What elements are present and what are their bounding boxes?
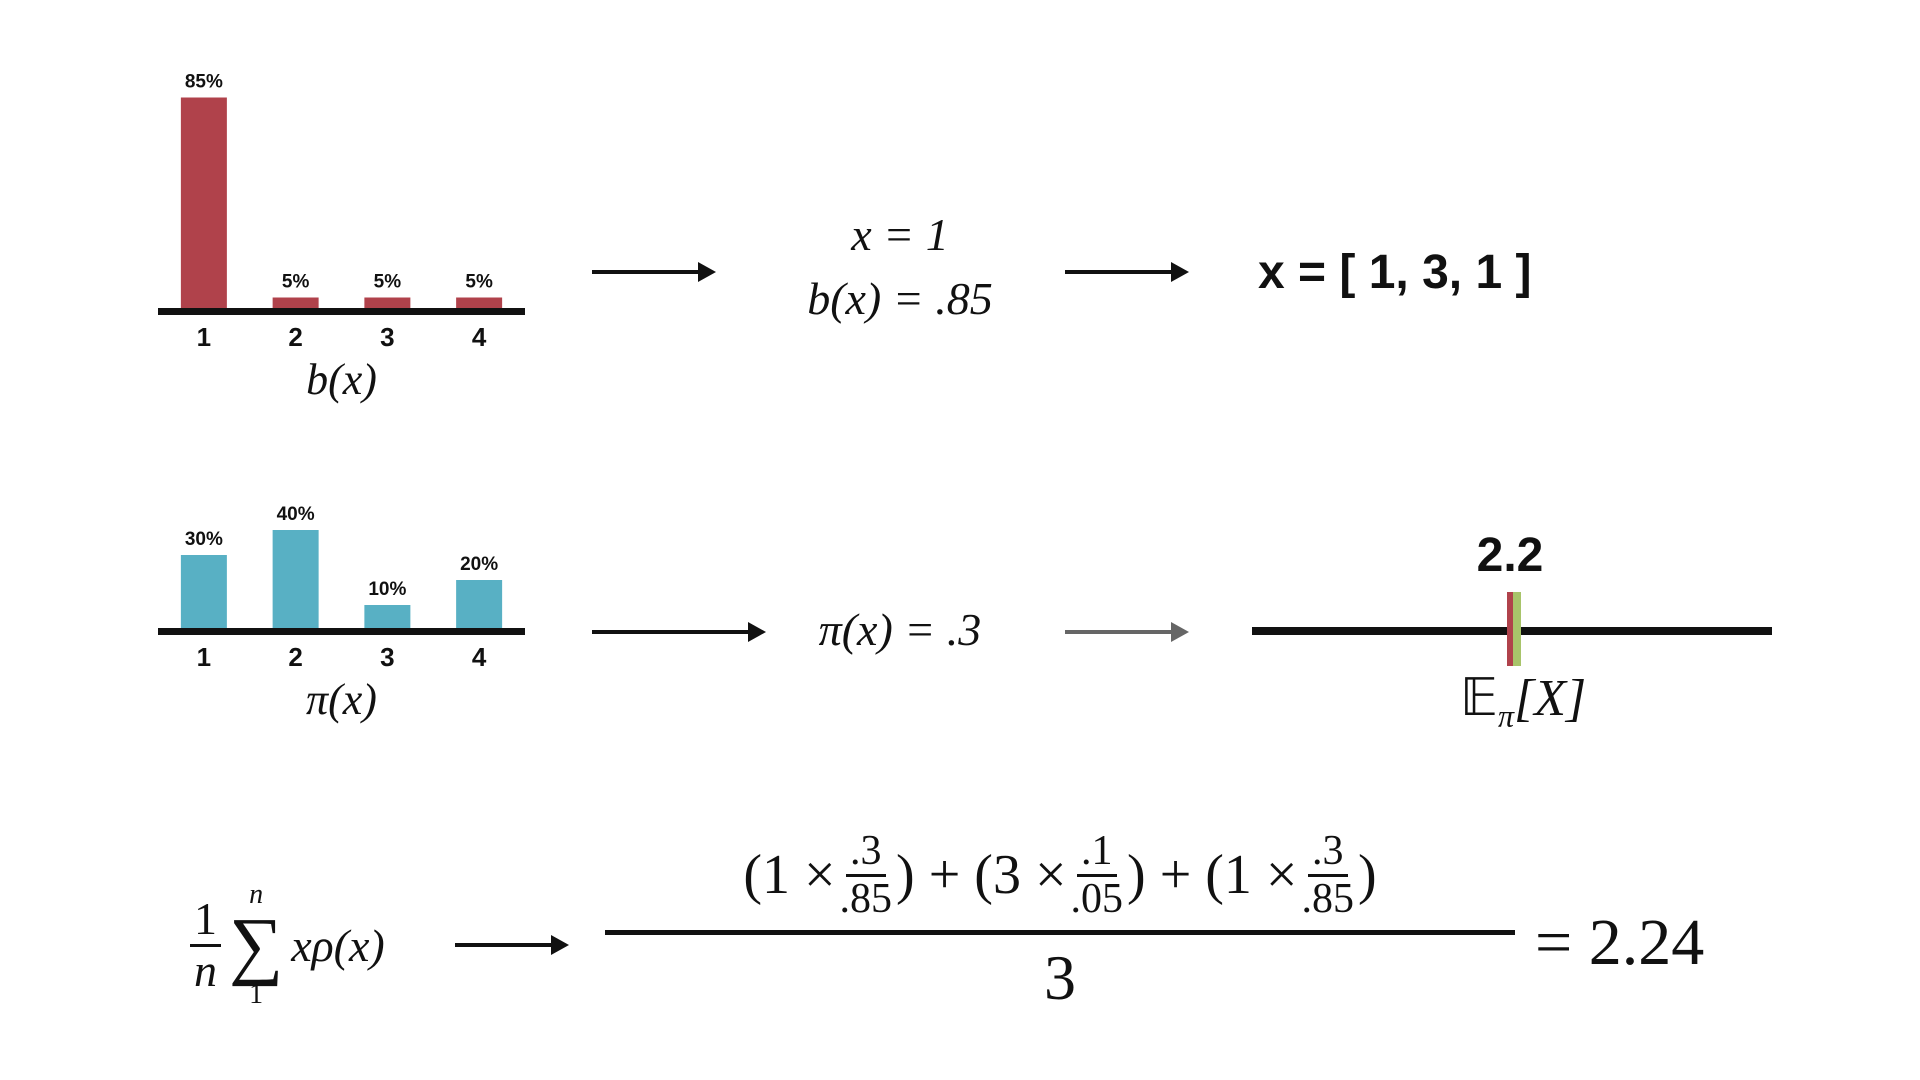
term1-frac: .3.85 — [836, 829, 897, 920]
bar-2 — [272, 530, 319, 630]
bx-bar-chart: 85% 1 5% 2 5% 3 5% 4 b(x) — [158, 72, 525, 404]
estimate-numerator: (1 × .3.85 ) + (3 × .1.05 ) + (1 × .3.85… — [600, 820, 1520, 930]
x-tick-label: 2 — [288, 322, 302, 352]
bar-value-label: 10% — [368, 579, 406, 600]
x-tick-label: 4 — [472, 322, 487, 352]
sigma-symbol: ∑ — [229, 902, 284, 987]
expectation-arg: [X] — [1513, 670, 1587, 727]
term1-close: ) — [896, 844, 915, 906]
bar-value-label: 40% — [277, 504, 315, 525]
plus-1: + — [914, 844, 975, 906]
arrow-3 — [455, 935, 569, 955]
sum-term: xρ(x) — [291, 919, 385, 971]
x-axis-label: b(x) — [306, 355, 377, 404]
term3-den: .85 — [1301, 875, 1355, 922]
x-axis — [158, 308, 525, 315]
marker-red — [1507, 592, 1513, 666]
x-tick-label: 3 — [380, 322, 394, 352]
sum-expression: 1 n n ∑ 1 xρ(x) — [190, 870, 385, 1020]
term1-num: .3 — [846, 829, 886, 877]
summation: n ∑ 1 — [229, 878, 284, 1011]
arrow-1a — [592, 262, 716, 282]
term2-open: (3 × — [974, 844, 1067, 906]
sum-bottom: 1 — [249, 979, 264, 1011]
expectation-E: 𝔼 — [1460, 670, 1498, 727]
bar-2 — [272, 297, 319, 310]
sample-equation: x = 1 — [851, 209, 949, 260]
b-equation: b(x) = .85 — [807, 273, 993, 324]
bar-4 — [456, 580, 503, 630]
pix-bar-chart: 30% 1 40% 2 10% 3 20% 4 π(x) — [158, 504, 525, 724]
frac-num: 1 — [190, 894, 221, 947]
bar-3 — [364, 605, 411, 630]
arrow-2b — [1065, 622, 1189, 642]
bar-value-label: 30% — [185, 529, 223, 550]
one-over-n: 1 n — [190, 894, 221, 996]
term2-den: .05 — [1070, 875, 1124, 922]
fraction-bar — [605, 930, 1515, 935]
x-tick-label: 2 — [288, 642, 302, 672]
bar-1 — [180, 97, 227, 310]
term3-num: .3 — [1308, 829, 1348, 877]
x-axis — [158, 628, 525, 635]
x-tick-label: 1 — [197, 642, 211, 672]
estimate-denominator: 3 — [1044, 942, 1076, 1013]
bar-4 — [456, 297, 503, 310]
marker-green — [1513, 592, 1521, 666]
plus-2: + — [1145, 844, 1206, 906]
bar-1 — [180, 555, 227, 630]
term3-open: (1 × — [1205, 844, 1298, 906]
bar-value-label: 85% — [185, 72, 223, 93]
sum-top: n — [249, 878, 264, 910]
x-tick-label: 1 — [197, 322, 211, 352]
term1-den: .85 — [839, 875, 893, 922]
x-axis-label: π(x) — [306, 675, 377, 724]
expectation-label: 𝔼π[X] — [1460, 668, 1586, 734]
estimate-fraction: (1 × .3.85 ) + (3 × .1.05 ) + (1 × .3.85… — [600, 820, 1520, 1013]
estimate-result: = 2.24 — [1535, 906, 1705, 979]
expectation-sub: π — [1497, 697, 1514, 734]
bar-value-label: 5% — [465, 272, 493, 293]
term1-open: (1 × — [743, 844, 836, 906]
bar-3 — [364, 297, 411, 310]
x-tick-label: 3 — [380, 642, 394, 672]
frac-den: n — [194, 944, 217, 996]
term2-num: .1 — [1077, 829, 1117, 877]
bar-value-label: 20% — [460, 554, 498, 575]
bar-value-label: 5% — [282, 272, 310, 293]
expectation-value: 2.2 — [1476, 529, 1544, 582]
x-tick-label: 4 — [472, 642, 487, 672]
pi-equation: π(x) = .3 — [818, 604, 982, 655]
arrow-2a — [592, 622, 766, 642]
samples-list: x = [ 1, 3, 1 ] — [1258, 246, 1532, 299]
term2-close: ) — [1127, 844, 1146, 906]
bar-value-label: 5% — [374, 272, 402, 293]
term2-frac: .1.05 — [1067, 829, 1128, 920]
arrow-1b — [1065, 262, 1189, 282]
term3-frac: .3.85 — [1298, 829, 1359, 920]
term3-close: ) — [1358, 844, 1377, 906]
